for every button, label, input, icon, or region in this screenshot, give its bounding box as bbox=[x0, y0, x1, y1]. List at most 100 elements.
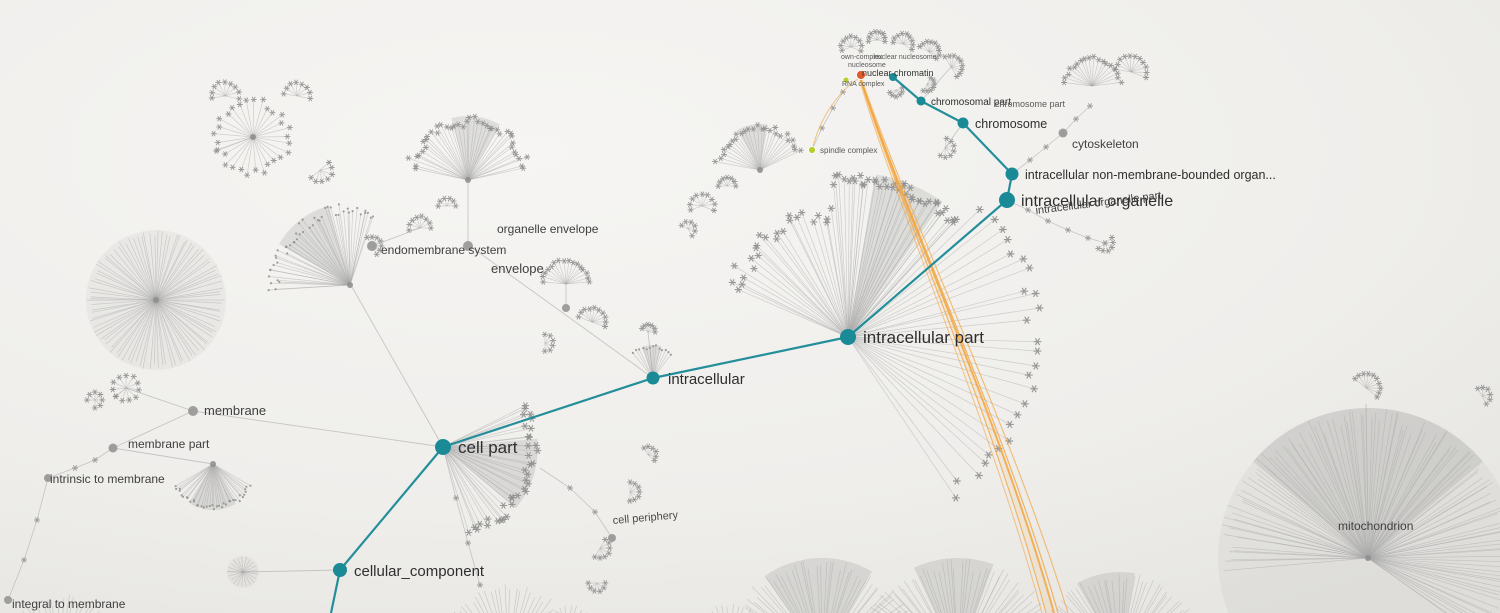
term-node-cell_part[interactable] bbox=[435, 439, 451, 455]
term-node-gray[interactable] bbox=[608, 534, 616, 542]
term-node-intracellular_part[interactable] bbox=[840, 329, 856, 345]
leaf-term-glyph bbox=[211, 83, 218, 90]
cluster-hub-node[interactable] bbox=[250, 134, 256, 140]
cluster-edge bbox=[1135, 581, 1147, 613]
leaf-term-glyph bbox=[474, 118, 481, 125]
cluster-edge bbox=[419, 216, 422, 229]
leaf-term-glyph bbox=[889, 92, 896, 99]
cluster-hub-node[interactable] bbox=[153, 297, 159, 303]
term-label-non_membrane_bounded_organelle[interactable]: intracellular non-membrane-bounded organ… bbox=[1025, 168, 1276, 182]
cluster-hub-node[interactable] bbox=[347, 282, 353, 288]
cluster-edge bbox=[1367, 432, 1448, 559]
cluster-edge bbox=[241, 571, 244, 587]
leaf-term-glyph bbox=[84, 397, 90, 403]
term-node-chromosomal_part[interactable] bbox=[916, 96, 926, 106]
term-node-chromosome[interactable] bbox=[957, 117, 969, 129]
leaf-term-glyph bbox=[308, 174, 314, 181]
leaf-term-glyph bbox=[1365, 370, 1372, 377]
cluster-edge bbox=[796, 217, 849, 338]
cluster-edge bbox=[330, 207, 351, 286]
leaf-term-glyph bbox=[555, 257, 562, 264]
cluster-edge bbox=[823, 561, 828, 613]
leaf-term-dot bbox=[221, 506, 224, 509]
leaf-term-glyph bbox=[738, 280, 746, 288]
term-node-intracellular[interactable] bbox=[646, 371, 660, 385]
mapping-edge-orange bbox=[860, 79, 1047, 613]
cluster-edge bbox=[193, 463, 214, 501]
cluster-edge bbox=[750, 258, 849, 338]
leaf-term-glyph bbox=[942, 205, 950, 212]
term-node-gray[interactable] bbox=[44, 474, 52, 482]
leaf-term-dot bbox=[642, 347, 645, 350]
cluster-edge bbox=[242, 571, 255, 583]
selected-term-node[interactable] bbox=[856, 70, 866, 80]
graph-label: cell periphery bbox=[612, 509, 679, 527]
leaf-term-dot bbox=[228, 500, 231, 503]
cluster-edge bbox=[237, 558, 244, 573]
related-term-node[interactable] bbox=[842, 76, 850, 84]
term-label-intracellular[interactable]: intracellular bbox=[668, 371, 745, 388]
cluster-edge bbox=[115, 387, 127, 397]
cluster-hub-node[interactable] bbox=[757, 167, 763, 173]
cluster-edge bbox=[874, 31, 878, 41]
cluster-edge bbox=[690, 205, 703, 211]
cluster-edge bbox=[965, 571, 974, 613]
cluster-edge bbox=[155, 299, 164, 366]
term-node-gray[interactable] bbox=[4, 596, 12, 604]
term-label-intracellular_part[interactable]: intracellular part bbox=[863, 328, 984, 347]
leaf-term-glyph bbox=[575, 313, 582, 320]
leaf-term-dot bbox=[669, 353, 673, 356]
term-label-cellular_component[interactable]: cellular_component bbox=[354, 563, 485, 580]
cluster-edge bbox=[155, 234, 181, 301]
cluster-edge bbox=[848, 576, 871, 613]
term-label-cell_part[interactable]: cell part bbox=[458, 438, 518, 457]
term-label-chromosome[interactable]: chromosome bbox=[975, 117, 1047, 131]
leaf-term-dot bbox=[180, 494, 183, 497]
leaf-term-glyph bbox=[547, 332, 554, 339]
leaf-term-glyph bbox=[626, 498, 633, 504]
cluster-edge bbox=[137, 236, 157, 301]
term-node-gray[interactable] bbox=[463, 241, 473, 251]
cluster-edge bbox=[928, 51, 940, 56]
leaf-term-glyph bbox=[797, 147, 804, 154]
cluster-edge bbox=[446, 126, 469, 181]
term-label-intracellular_organelle[interactable]: intracellular organelle bbox=[1021, 193, 1173, 210]
leaf-term-glyph bbox=[1033, 338, 1042, 346]
cluster-edge bbox=[96, 299, 157, 337]
leaf-term-glyph bbox=[435, 203, 442, 209]
cluster-edge bbox=[928, 51, 937, 59]
term-node-gray[interactable] bbox=[562, 304, 570, 312]
leaf-term-dot bbox=[238, 494, 241, 497]
cluster-edge bbox=[212, 463, 230, 502]
term-node-gray[interactable] bbox=[1058, 128, 1068, 138]
leaf-term-glyph bbox=[784, 131, 791, 137]
term-node-gray[interactable] bbox=[108, 443, 118, 453]
leaf-term-glyph bbox=[937, 152, 944, 159]
graph-label: own-complex bbox=[841, 54, 883, 61]
cluster-edge bbox=[181, 463, 214, 496]
cluster-edge bbox=[746, 598, 766, 613]
cluster-edge bbox=[219, 126, 254, 138]
term-node-chromatin_hub[interactable] bbox=[889, 73, 897, 81]
cluster-edge bbox=[90, 291, 157, 301]
cluster-edge bbox=[1367, 454, 1474, 559]
term-node-gray[interactable] bbox=[367, 241, 377, 251]
cluster-edge bbox=[850, 46, 862, 52]
cluster-edge bbox=[47, 600, 51, 613]
leaf-term-glyph bbox=[222, 151, 229, 157]
cluster-edge bbox=[1087, 586, 1101, 613]
cluster-edge bbox=[1227, 504, 1369, 559]
term-node-intracellular_organelle[interactable] bbox=[999, 192, 1015, 208]
term-label-chromosomal_part[interactable]: chromosomal part bbox=[931, 97, 1011, 108]
term-node-non_membrane_bounded_organelle[interactable] bbox=[1005, 167, 1019, 181]
term-node-gray[interactable] bbox=[188, 406, 198, 416]
term-node-cellular_component[interactable] bbox=[333, 563, 347, 577]
leaf-term-glyph bbox=[951, 142, 957, 149]
related-term-node[interactable] bbox=[808, 146, 816, 154]
cluster-hub-node[interactable] bbox=[1365, 555, 1371, 561]
leaf-term-glyph bbox=[600, 585, 607, 591]
cluster-edge bbox=[155, 258, 209, 301]
leaf-term-glyph bbox=[508, 144, 515, 151]
leaf-term-glyph bbox=[541, 348, 548, 355]
